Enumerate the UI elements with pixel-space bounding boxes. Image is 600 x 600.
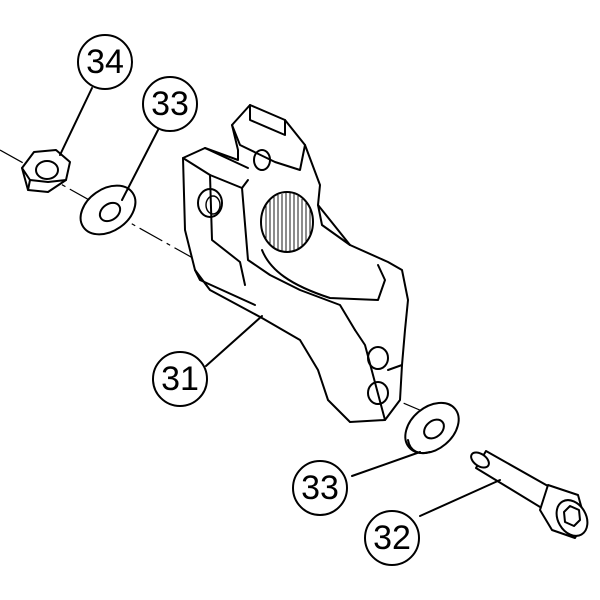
callout-34: 34 — [77, 34, 133, 90]
svg-text:34: 34 — [86, 43, 124, 81]
svg-text:33: 33 — [301, 469, 339, 507]
washer-part-33-upper — [79, 184, 137, 236]
leader-31 — [205, 315, 263, 367]
cap-screw-part-32 — [470, 450, 589, 539]
bracket-part-31 — [182, 104, 409, 423]
svg-text:32: 32 — [373, 519, 411, 557]
spline-hatching — [265, 193, 311, 252]
callout-31: 31 — [152, 351, 208, 407]
leader-33-lower — [351, 451, 421, 477]
leader-34 — [59, 87, 93, 156]
hex-nut-part-34 — [21, 149, 71, 193]
callout-32: 32 — [364, 510, 420, 566]
washer-part-33-lower — [404, 401, 460, 455]
leader-33-upper — [121, 129, 159, 201]
leader-32 — [419, 479, 501, 517]
callout-33-upper: 33 — [142, 76, 198, 132]
svg-text:33: 33 — [151, 85, 189, 123]
callout-33-lower: 33 — [292, 460, 348, 516]
svg-text:31: 31 — [161, 360, 199, 398]
